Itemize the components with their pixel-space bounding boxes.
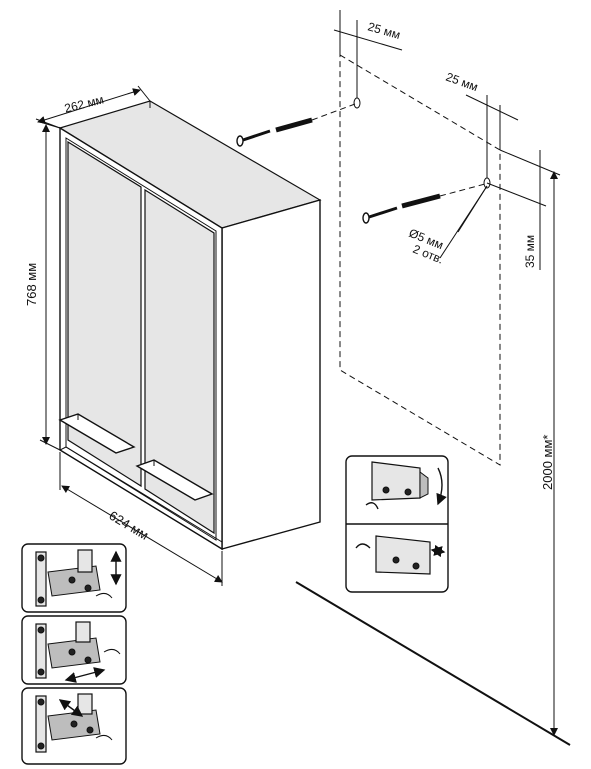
hinge-lateral-arrow-icon [64,667,106,683]
hinge-adjustment-icon [21,543,127,613]
screw-icon-2 [362,206,398,224]
hanging-bracket-icon-2 [355,535,446,575]
hanging-bracket-panel [345,455,449,593]
wall-plug-icon-2 [401,193,441,209]
wall-outline [339,54,501,466]
wall-plug-icon [275,117,313,133]
wall-cabinet-drawing [58,100,322,551]
hole-offset-top-label: 25 мм [366,19,402,42]
hole-left [353,97,361,109]
hinge-adjustment-icon-2 [21,615,127,685]
hinge-adjustment-icon-3 [21,687,127,765]
hole-offset-right-label: 25 мм [444,70,480,95]
hanging-bracket-icon [365,461,447,510]
hinge-panels [21,543,127,765]
depth-adjust-arrow-icon [430,544,446,558]
cabinet-side-face [221,199,321,550]
vertical-adjust-arrow-icon [436,467,447,506]
left-door-handle [58,413,136,454]
width-label: 624 мм [106,508,151,543]
floor-line [295,581,571,746]
height-label: 768 мм [24,263,39,306]
hole-spacing-label: 35 мм [523,235,537,268]
screw-icon [236,129,271,147]
hinge-depth-arrow-icon [58,699,84,717]
mount-height-label: 2000 мм* [540,435,555,490]
depth-label: 262 мм [63,92,105,115]
